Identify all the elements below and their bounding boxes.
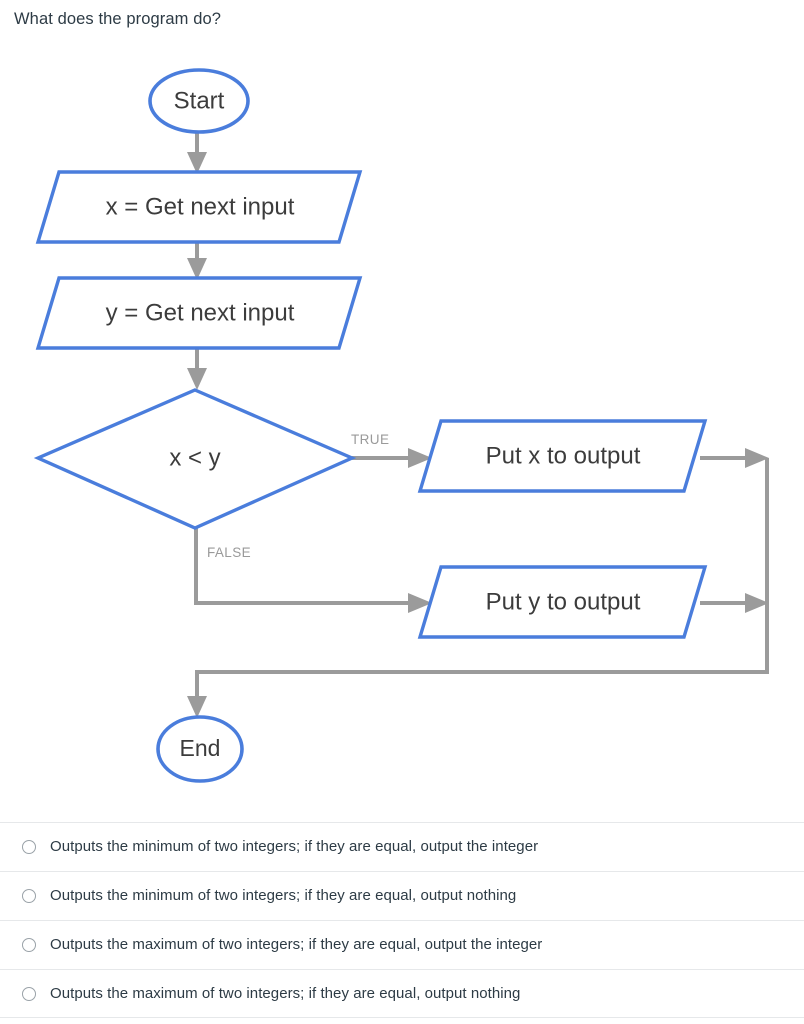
connector-input-y-to-decision — [187, 348, 207, 390]
radio-button-icon[interactable] — [22, 889, 36, 903]
page-title: What does the program do? — [14, 10, 222, 28]
radio-button-icon[interactable] — [22, 840, 36, 854]
connector-start-to-input-x — [187, 132, 207, 174]
node-output-x-label: Put x to output — [486, 442, 641, 469]
answer-option-label: Outputs the minimum of two integers; if … — [50, 887, 517, 904]
connector-true-branch — [352, 448, 432, 468]
node-input-y: y = Get next input — [35, 276, 363, 350]
node-decision: x < y — [33, 388, 357, 530]
answer-option-2[interactable]: Outputs the minimum of two integers; if … — [0, 871, 804, 920]
node-input-x: x = Get next input — [35, 170, 363, 244]
answer-options-list: Outputs the minimum of two integers; if … — [0, 822, 804, 1018]
node-start-label: Start — [174, 87, 225, 114]
answer-option-label: Outputs the maximum of two integers; if … — [50, 984, 521, 1002]
answer-option-1[interactable]: Outputs the minimum of two integers; if … — [0, 822, 804, 871]
radio-button-icon[interactable] — [22, 938, 36, 952]
node-output-y-label: Put y to output — [486, 588, 641, 615]
answer-option-3[interactable]: Outputs the maximum of two integers; if … — [0, 920, 804, 969]
branch-label-false: FALSE — [207, 545, 251, 560]
node-output-y: Put y to output — [417, 565, 708, 639]
branch-label-true: TRUE — [351, 432, 389, 447]
node-decision-label: x < y — [169, 444, 220, 471]
answer-option-label: Outputs the maximum of two integers; if … — [50, 936, 543, 953]
connector-output-x-to-rail — [700, 448, 769, 468]
node-input-x-label: x = Get next input — [106, 193, 295, 220]
connector-rail-to-end — [187, 458, 769, 718]
node-end-label: End — [180, 735, 221, 761]
flowchart-diagram: Start x = Get next input y = Get next in… — [0, 40, 804, 815]
node-input-y-label: y = Get next input — [106, 299, 295, 326]
connector-input-x-to-input-y — [187, 242, 207, 280]
node-output-x: Put x to output — [417, 419, 708, 493]
radio-button-icon[interactable] — [22, 986, 36, 1001]
connector-output-y-to-rail — [700, 593, 769, 613]
node-start: Start — [148, 68, 250, 134]
connector-false-branch — [194, 528, 432, 613]
answer-option-label: Outputs the minimum of two integers; if … — [50, 838, 539, 855]
node-end: End — [156, 715, 244, 783]
answer-option-4[interactable]: Outputs the maximum of two integers; if … — [0, 969, 804, 1018]
